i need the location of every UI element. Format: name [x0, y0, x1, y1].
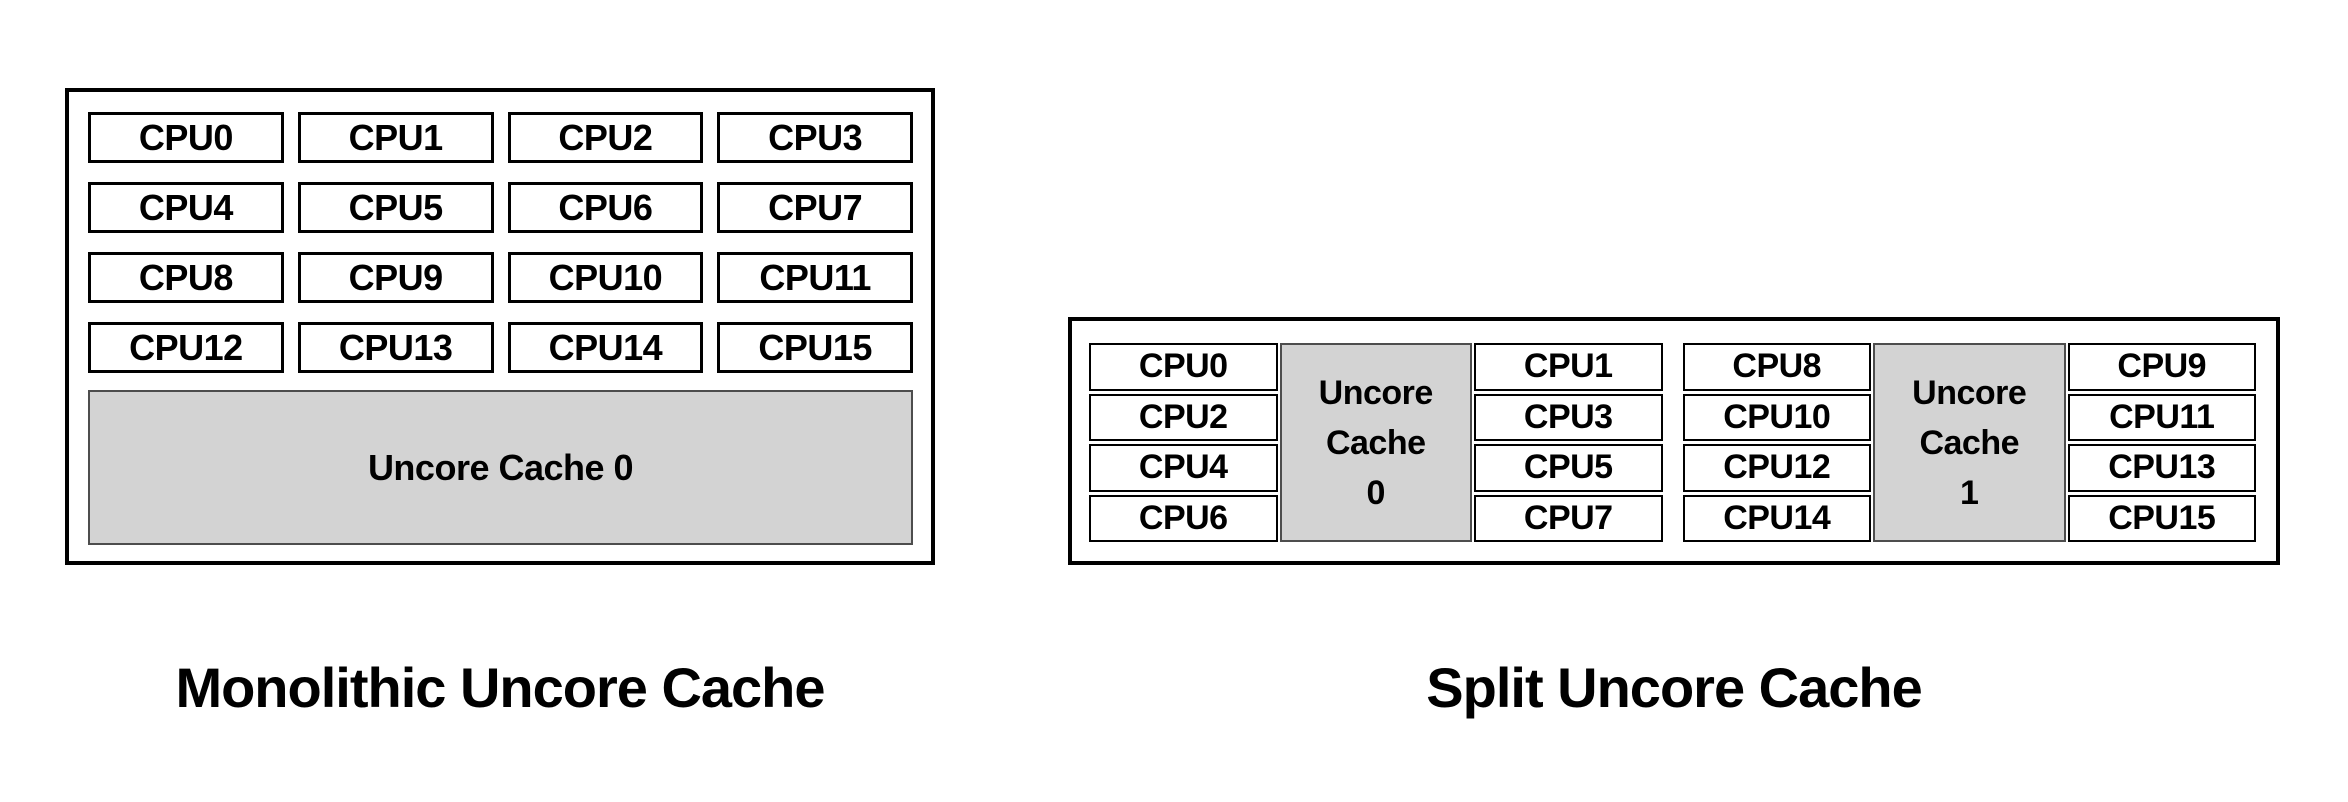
uncore-label-line: Uncore — [1318, 373, 1434, 412]
cpu-box-cpu8: CPU8 — [88, 252, 284, 303]
cpu-box-cpu4: CPU4 — [1089, 444, 1278, 492]
cpu-box-cpu15: CPU15 — [717, 322, 913, 373]
uncore-label-line: Cache — [1919, 423, 2020, 462]
cpu-box-cpu4: CPU4 — [88, 182, 284, 233]
uncore-cache-0-label: Uncore Cache 0 — [367, 446, 634, 488]
cpu-box-cpu3: CPU3 — [717, 112, 913, 163]
cpu-box-cpu7: CPU7 — [717, 182, 913, 233]
cpu-box-cpu12: CPU12 — [1682, 444, 1871, 492]
cpu-box-cpu10: CPU10 — [507, 252, 704, 303]
cpu-box-cpu15: CPU15 — [2067, 494, 2256, 542]
cpu-box-cpu5: CPU5 — [297, 182, 494, 233]
cpu-box-cpu6: CPU6 — [507, 182, 704, 233]
cpu-box-cpu2: CPU2 — [507, 112, 704, 163]
cpu-box-cpu8: CPU8 — [1682, 343, 1871, 391]
cpu-box-cpu14: CPU14 — [507, 322, 704, 373]
uncore-label-line: 1 — [1960, 473, 1979, 512]
cpu-box-cpu10: CPU10 — [1682, 393, 1871, 441]
cpu-box-cpu1: CPU1 — [1474, 343, 1663, 391]
uncore-label-line: Cache — [1325, 423, 1426, 462]
cpu-box-cpu1: CPU1 — [297, 112, 494, 163]
cpu-box-cpu11: CPU11 — [717, 252, 913, 303]
cpu-box-cpu9: CPU9 — [2067, 343, 2256, 391]
uncore-cache-0-box: Uncore Cache 0 — [88, 390, 913, 545]
cpu-box-cpu5: CPU5 — [1474, 444, 1663, 492]
cpu-box-cpu2: CPU2 — [1089, 393, 1278, 441]
cpu-box-cpu9: CPU9 — [297, 252, 494, 303]
cpu-box-cpu13: CPU13 — [297, 322, 494, 373]
split-caption: Split Uncore Cache — [1426, 656, 1922, 719]
cpu-box-cpu11: CPU11 — [2067, 393, 2256, 441]
uncore-label-line: 0 — [1366, 473, 1386, 512]
cpu-box-cpu6: CPU6 — [1089, 494, 1278, 542]
cpu-box-cpu0: CPU0 — [88, 112, 284, 163]
monolithic-caption: Monolithic Uncore Cache — [175, 656, 825, 719]
cpu-box-cpu7: CPU7 — [1474, 494, 1663, 542]
cpu-box-cpu14: CPU14 — [1682, 494, 1871, 542]
cpu-box-cpu0: CPU0 — [1089, 343, 1278, 391]
cpu-box-cpu12: CPU12 — [88, 322, 284, 373]
cpu-box-cpu3: CPU3 — [1474, 393, 1663, 441]
cpu-box-cpu13: CPU13 — [2067, 444, 2256, 492]
uncore-label-line: Uncore — [1912, 373, 2027, 412]
